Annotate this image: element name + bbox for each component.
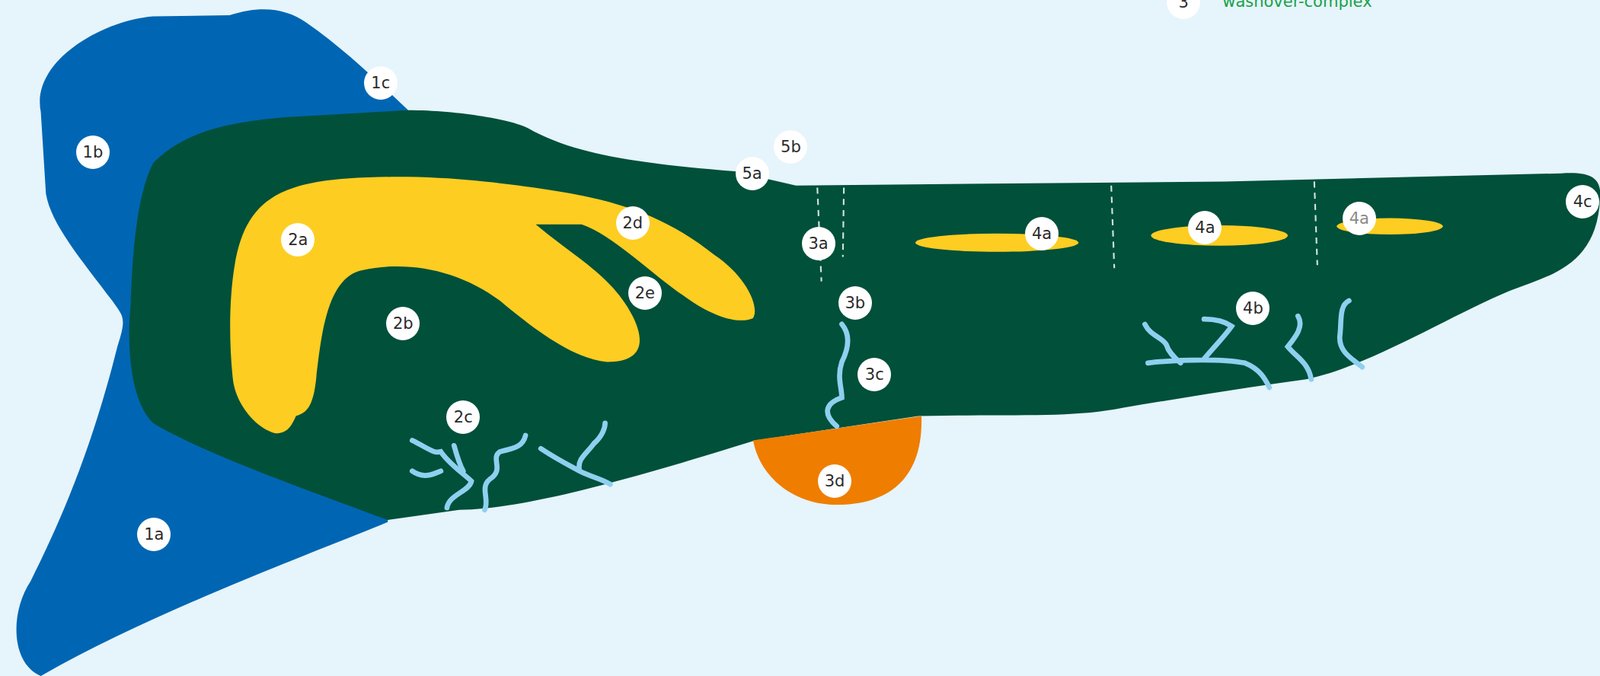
creek [411, 445, 464, 476]
callout-number: 4a [1188, 210, 1222, 245]
creek [1339, 300, 1363, 368]
callout-number: 4a [1342, 201, 1377, 236]
callout-number: 4a [1025, 217, 1059, 251]
creek [827, 324, 849, 427]
creek [411, 440, 472, 508]
dashed-line [1314, 181, 1318, 266]
creek [1144, 319, 1269, 388]
callout-number: 3b [838, 286, 872, 320]
dashed-line [1111, 185, 1115, 269]
creek [540, 423, 610, 485]
washover-fan [753, 415, 922, 505]
callout-number: 1c [364, 66, 398, 100]
callout-number: 3a [801, 226, 836, 261]
dashed-line [843, 187, 844, 257]
callout-number: 2d [616, 206, 650, 240]
callout-number: 1b [76, 135, 110, 170]
island-body [129, 110, 1600, 521]
creek [1287, 316, 1312, 380]
creeks [411, 300, 1362, 511]
callout-number: 4b [1235, 291, 1270, 326]
creek [484, 435, 526, 511]
callout-number: 5a [735, 156, 770, 191]
washover-channel-lines [817, 181, 1318, 282]
legend-text: washover-complex [1222, 0, 1372, 10]
callout-number: 2e [628, 276, 662, 310]
callout-number: 2b [386, 306, 420, 341]
dune-arc [229, 176, 755, 434]
callout-number: 2a [281, 223, 315, 257]
callout-number: 3c [857, 357, 892, 392]
callout-number: 2c [446, 400, 480, 435]
